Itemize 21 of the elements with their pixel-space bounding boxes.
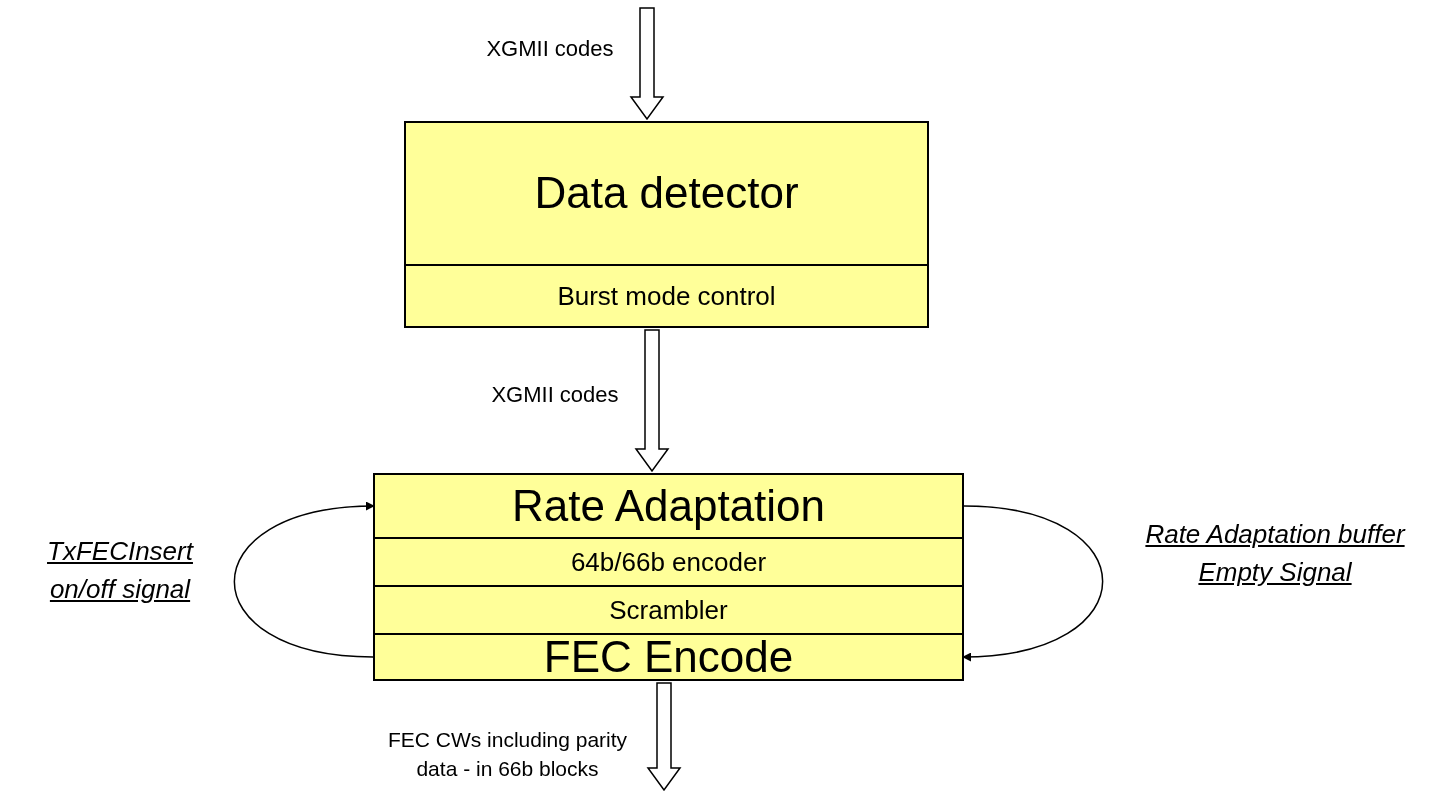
box-label: 64b/66b encoder bbox=[570, 547, 767, 577]
box-label: Rate Adaptation bbox=[511, 481, 826, 531]
process-box bbox=[404, 264, 929, 328]
edge-label: FEC CWs including parity data - in 66b blocks bbox=[386, 727, 629, 783]
edge-label: XGMII codes bbox=[485, 35, 615, 63]
hollow-arrow bbox=[646, 682, 682, 792]
process-box bbox=[404, 121, 929, 266]
box-label: Data detector bbox=[534, 169, 799, 218]
edge-label: TxFECInsert on/off signal bbox=[46, 535, 195, 606]
feedback-arrow bbox=[233, 502, 375, 658]
hollow-arrow bbox=[629, 7, 665, 121]
box-label: FEC Encode bbox=[543, 632, 794, 682]
process-box bbox=[373, 537, 964, 587]
box-label: Burst mode control bbox=[557, 281, 776, 311]
process-box bbox=[373, 633, 964, 681]
process-box bbox=[373, 585, 964, 635]
hollow-arrow bbox=[634, 329, 670, 473]
process-box bbox=[373, 473, 964, 539]
box-label: Scrambler bbox=[609, 595, 728, 625]
edge-label: Rate Adaptation buffer Empty Signal bbox=[1144, 518, 1407, 589]
edge-label: XGMII codes bbox=[490, 381, 620, 409]
